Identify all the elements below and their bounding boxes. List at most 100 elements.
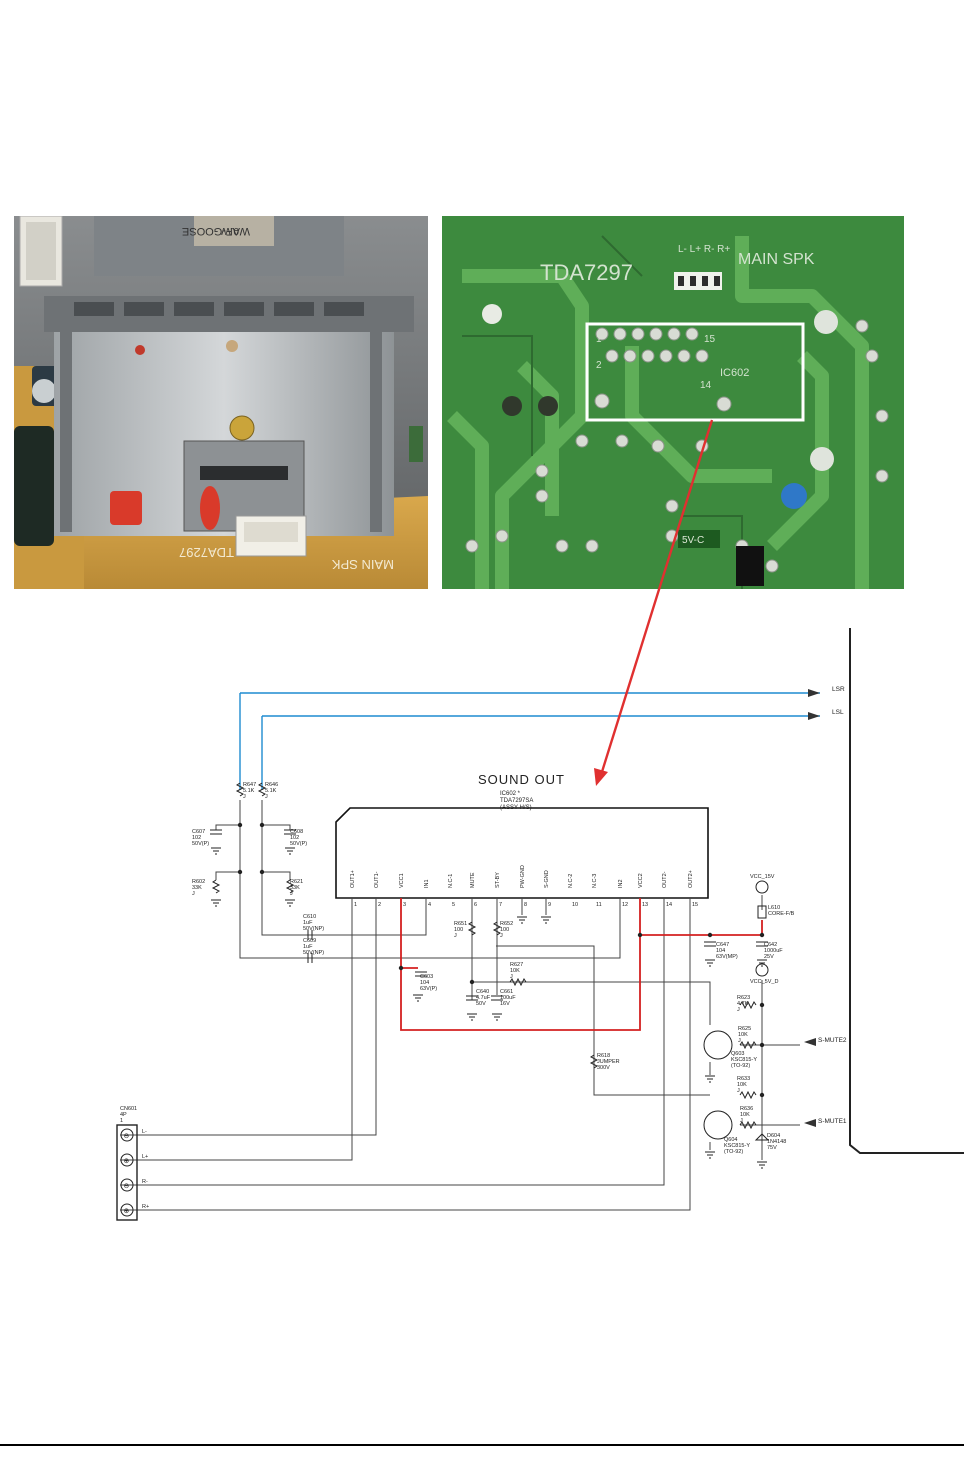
ic-pin-number: 6 <box>474 902 477 908</box>
component-label-c642: 25V <box>764 954 774 960</box>
ic-pin-number: 4 <box>428 902 431 908</box>
silkscreen-ic-ref: IC602 <box>720 367 749 379</box>
ic-ref: IC602 * <box>500 791 521 797</box>
schematic-title: SOUND OUT <box>478 772 565 787</box>
component-label-c608: 102 <box>290 835 299 841</box>
ic-pin-name: OUT1- <box>374 871 380 888</box>
ic-pin-name: VCC1 <box>399 873 405 888</box>
component-label-r623: R623 <box>737 995 750 1001</box>
photo-amplifier-heatsink: WAF-GOOSE 0.W TD <box>14 216 428 589</box>
ic-pin-group: OUT1+1OUT1-2VCC13IN14N.C-15MUTE6ST-BY7PW… <box>350 865 698 908</box>
connector-pin-circle <box>120 1153 134 1167</box>
component-label-r651: 100 <box>454 927 463 933</box>
component-label-q604: (TO-92) <box>724 1149 743 1155</box>
component-label-r621: 33K <box>290 885 300 891</box>
component-label-r623: 4.7K <box>737 1001 749 1007</box>
component-label-c647: C647 <box>716 942 729 948</box>
component-label-r621: R621 <box>290 879 303 885</box>
board-label-top2: 0.W <box>221 225 239 236</box>
silkscreen-pin-1: 1 <box>596 334 602 345</box>
silkscreen-chip-right: TDA7297 <box>540 260 633 285</box>
component-label-q603: Q603 <box>731 1051 744 1057</box>
connector-ref: CN601 <box>120 1106 137 1112</box>
ic-pin-number: 12 <box>622 902 628 908</box>
silkscreen-pin-15: 15 <box>704 334 716 345</box>
ic-pin-name: VCC2 <box>638 873 644 888</box>
component-label-c642: C642 <box>764 942 777 948</box>
net-5v-label: 5V-C <box>682 535 704 546</box>
component-label-r652: J <box>500 933 503 939</box>
silkscreen-connector-pins: L- L+ R- R+ <box>678 244 730 255</box>
lsr-lsl-signal-lines <box>239 692 820 790</box>
ic-pin-name: N.C-1 <box>448 874 454 888</box>
component-label-c609: C609 <box>303 938 316 944</box>
component-label-r627: 10K <box>510 968 520 974</box>
component-label-c608: C608 <box>290 829 303 835</box>
component-label-l610: CORE-F/B <box>768 911 795 917</box>
component-label-r646: J <box>265 794 268 800</box>
connector-pin-symbol: ⊖ <box>124 1183 130 1190</box>
ic-pin-number: 14 <box>666 902 672 908</box>
connector-pin-symbol: ⊖ <box>124 1133 130 1140</box>
component-label-r636: 10K <box>740 1112 750 1118</box>
component-label-c609: 1uF <box>303 944 313 950</box>
ic-pin-name: IN1 <box>424 879 430 888</box>
component-label-q603: KSC815-Y <box>731 1057 757 1063</box>
component-label-c647: 63V(MP) <box>716 954 738 960</box>
connector-pin-symbol: ⊕ <box>124 1208 130 1215</box>
component-label-r646: R646 <box>265 782 278 788</box>
component-label-r647: R647 <box>243 782 256 788</box>
connector-pin-symbol: ⊕ <box>124 1158 130 1165</box>
component-label-c661: 16V <box>500 1001 510 1007</box>
component-label-r636: R636 <box>740 1106 753 1112</box>
connector-type: 4P <box>120 1112 127 1118</box>
component-label-d604: 75V <box>767 1145 777 1151</box>
ic-pin-number: 10 <box>572 902 578 908</box>
ic-pin-number: 9 <box>548 902 551 908</box>
silkscreen-connector-right: MAIN SPK <box>738 251 815 268</box>
component-label-r627: J <box>510 974 513 980</box>
component-label-r627: R627 <box>510 962 523 968</box>
page-footer-rule <box>0 1444 964 1446</box>
component-label-r618: 300V <box>597 1065 610 1071</box>
component-label-c603: C603 <box>420 974 433 980</box>
component-label-q604: KSC815-Y <box>724 1143 750 1149</box>
component-label-vcc5: VCC_5V_D <box>750 979 778 985</box>
component-label-r651: R651 <box>454 921 467 927</box>
silkscreen-chip-left: TDA7297 <box>179 545 234 560</box>
component-label-vcc15: VCC_15V <box>750 874 775 880</box>
component-label-r625: J <box>738 1038 741 1044</box>
component-label-c610: C610 <box>303 914 316 920</box>
component-label-c642: 1000uF <box>764 948 783 954</box>
photo-pcb-solder-side: 5V-C TDA7297 MAIN SPK L- L+ R- R+ IC602 … <box>442 216 904 589</box>
component-label-q603: (TO-92) <box>731 1063 750 1069</box>
ic-pin-name: OUT2+ <box>688 870 694 888</box>
ic-pin-name: IN2 <box>618 879 624 888</box>
ic-pin-number: 5 <box>452 902 455 908</box>
connector-pin-circle <box>120 1178 134 1192</box>
component-label-c661: C661 <box>500 989 513 995</box>
component-label-c640: C640 <box>476 989 489 995</box>
ic-assy: (ASSY H/S) <box>500 805 532 811</box>
component-label-r652: 100 <box>500 927 509 933</box>
component-label-r621: J <box>290 891 293 897</box>
component-label-r602: R602 <box>192 879 205 885</box>
ic-pin-name: ST-BY <box>495 872 501 888</box>
silkscreen-connector-left: MAIN SPK <box>332 557 394 572</box>
ic-pin-number: 13 <box>642 902 648 908</box>
component-label-r647: J <box>243 794 246 800</box>
component-label-r633: J <box>737 1088 740 1094</box>
board-label-top: WAF-GOOSE <box>182 225 250 237</box>
ic-pin-name: S-GND <box>544 870 550 888</box>
connector-pin-circle <box>120 1128 134 1142</box>
silkscreen-pin-2: 2 <box>596 360 602 371</box>
component-label-c607: 50V(P) <box>192 841 209 847</box>
component-label-r618: R618 <box>597 1053 610 1059</box>
silkscreen-pin-14: 14 <box>700 380 712 391</box>
heatsink-photo-illustration: WAF-GOOSE 0.W TD <box>14 216 428 589</box>
ic-pin-number: 1 <box>354 902 357 908</box>
component-label-d604: 1N4148 <box>767 1139 786 1145</box>
component-label-c640: 50V <box>476 1001 486 1007</box>
component-label-q604: Q604 <box>724 1137 737 1143</box>
component-label-r623: J <box>737 1007 740 1013</box>
